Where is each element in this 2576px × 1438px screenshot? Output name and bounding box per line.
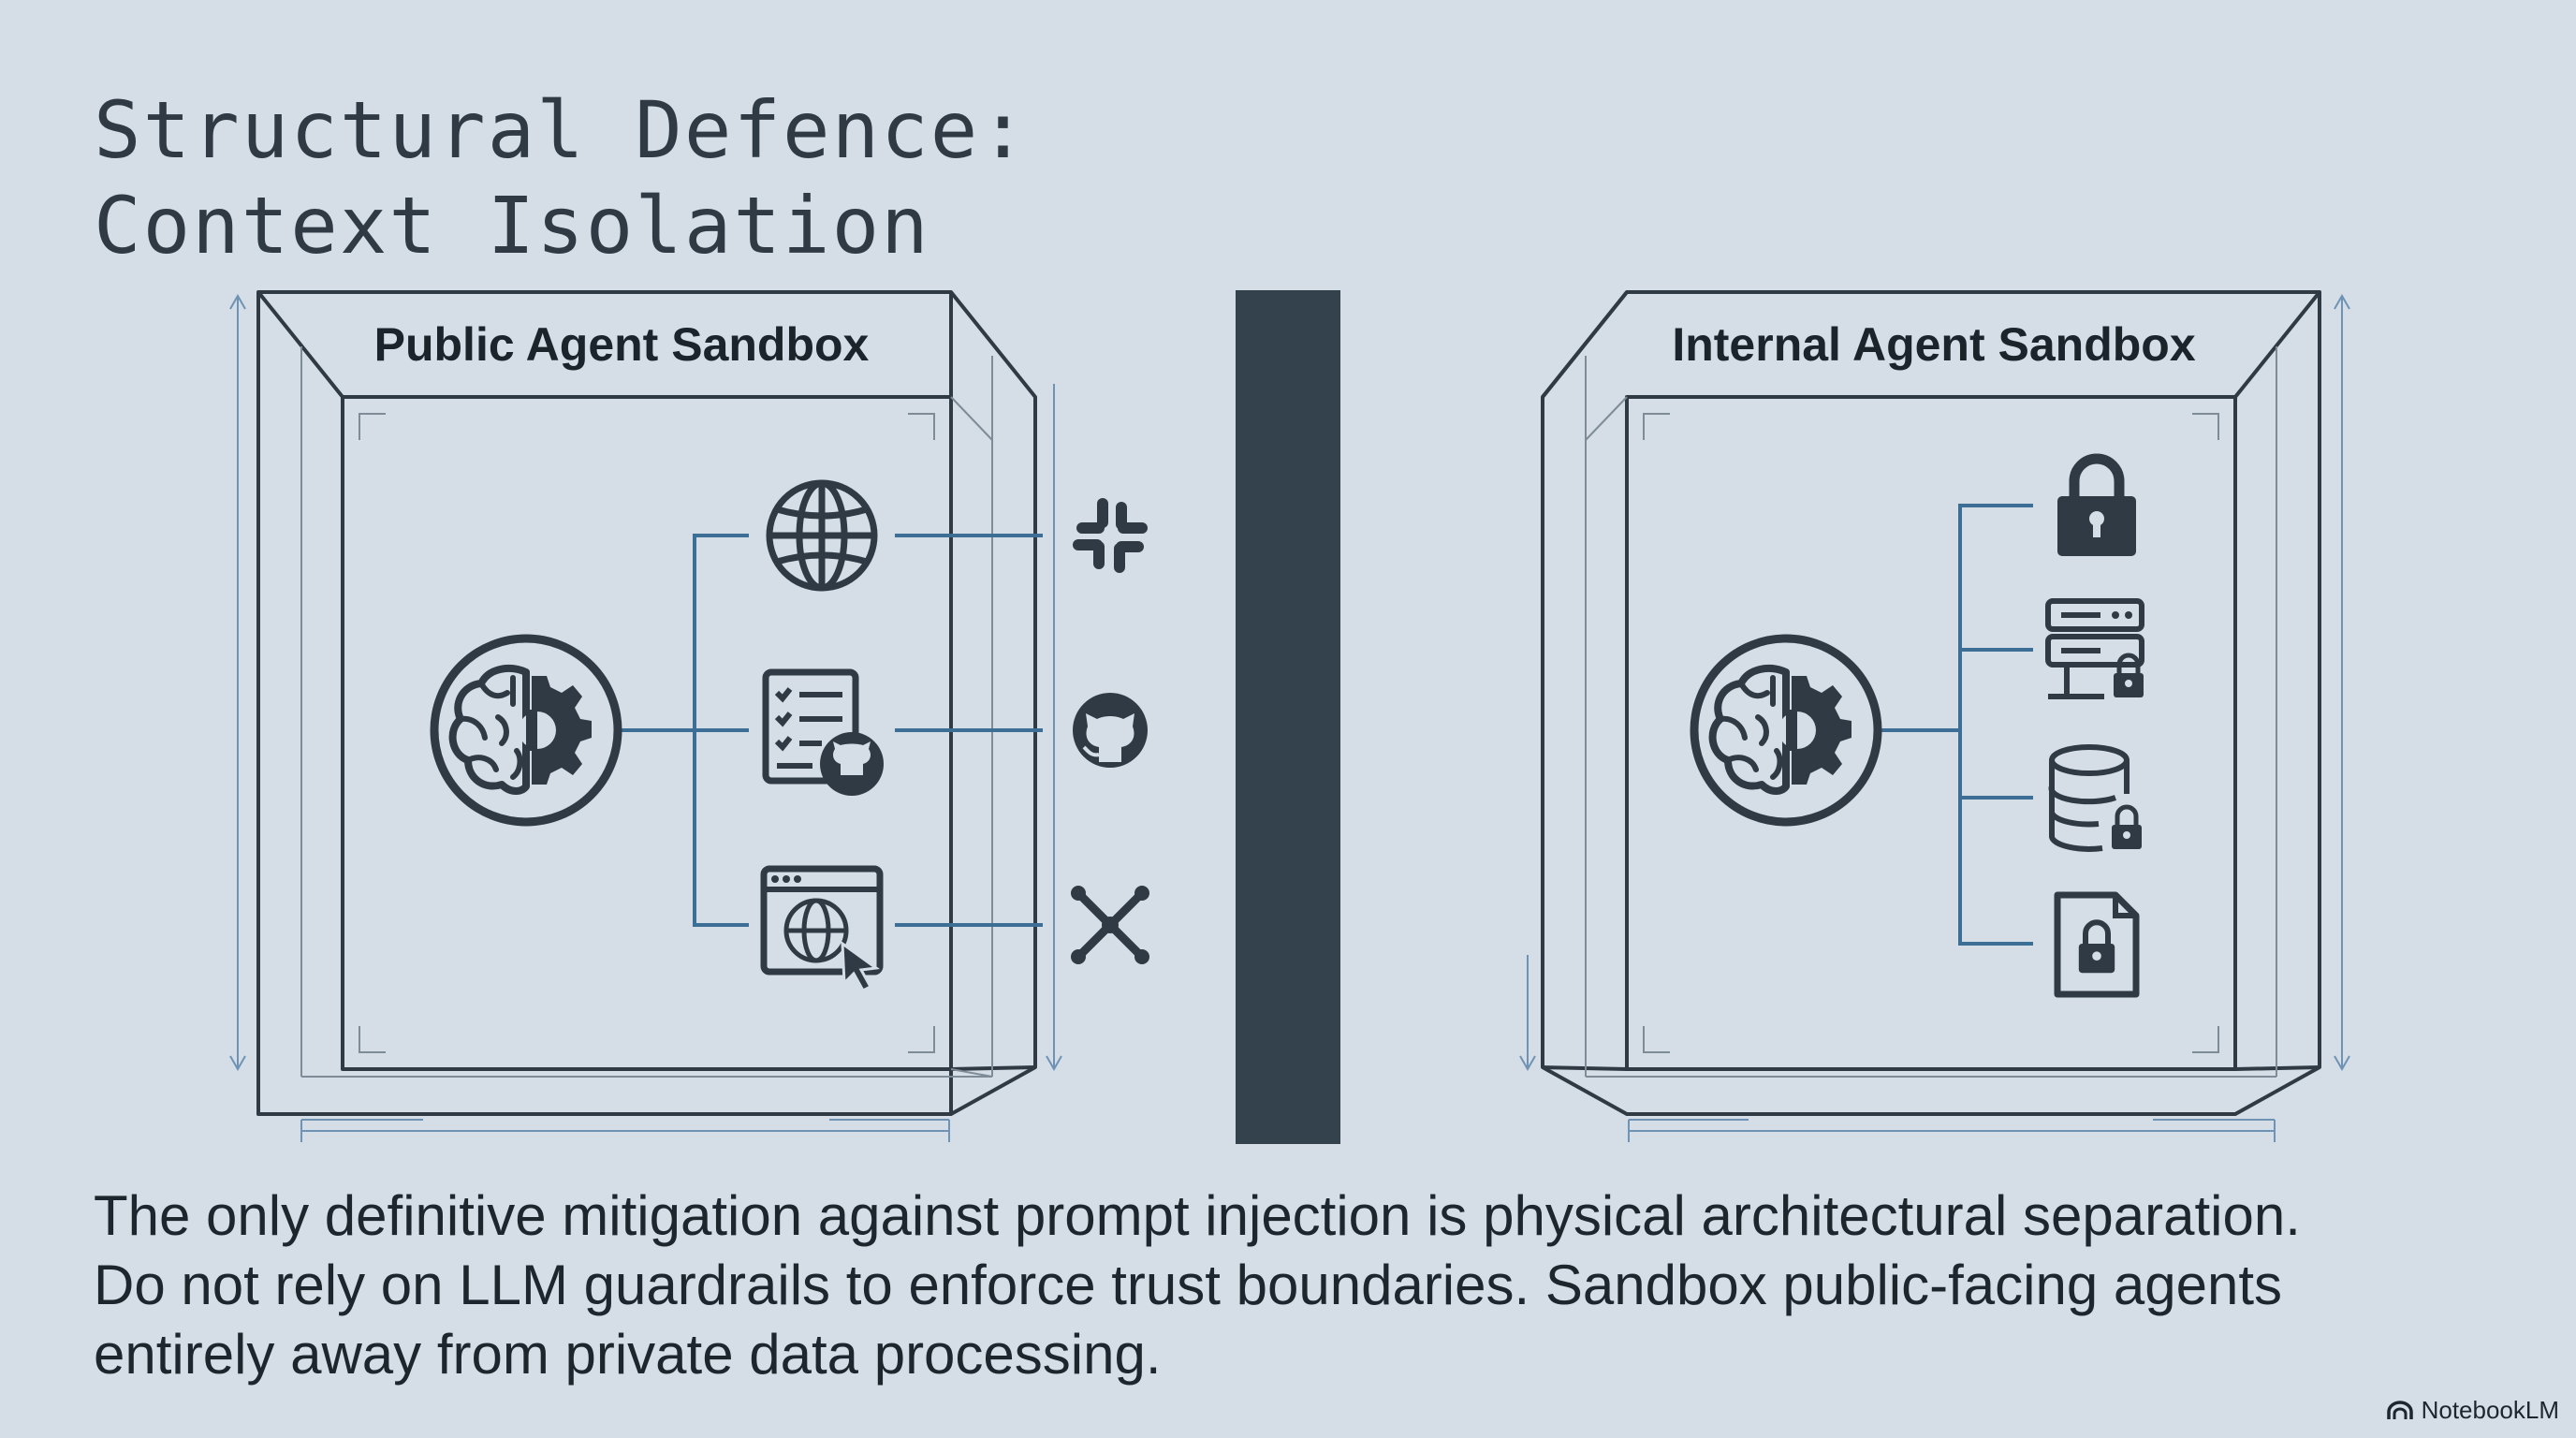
summary-line-3: entirely away from private data processi… — [94, 1323, 1162, 1386]
x-icon — [1071, 886, 1149, 964]
checklist-github-icon — [762, 668, 884, 796]
notebooklm-brand: NotebookLM — [2386, 1396, 2559, 1425]
slide-title: Structural Defence: Context Isolation — [94, 82, 1029, 273]
brain-gear-icon — [434, 638, 618, 822]
summary-line-2: Do not rely on LLM guardrails to enforce… — [94, 1254, 2283, 1316]
database-lock-icon — [2048, 744, 2142, 852]
browser-globe-cursor-icon — [760, 865, 884, 992]
summary-line-1: The only definitive mitigation against p… — [94, 1184, 2301, 1247]
summary-text: The only definitive mitigation against p… — [94, 1181, 2527, 1389]
title-line-2: Context Isolation — [94, 180, 930, 271]
server-lock-icon — [2045, 598, 2144, 697]
github-icon — [1073, 693, 1148, 768]
public-sandbox-label: Public Agent Sandbox — [374, 318, 870, 371]
notebooklm-logo-icon — [2386, 1400, 2413, 1419]
brain-gear-icon — [1694, 638, 1878, 822]
internal-sandbox: Internal Agent Sandbox — [1519, 290, 2350, 1142]
globe-icon — [766, 479, 878, 592]
brand-name: NotebookLM — [2421, 1396, 2559, 1424]
file-lock-icon — [2054, 891, 2140, 998]
lock-icon — [2057, 453, 2136, 556]
title-line-1: Structural Defence: — [94, 84, 1029, 176]
internal-sandbox-label: Internal Agent Sandbox — [1672, 318, 2195, 371]
isolation-barrier — [1236, 290, 1340, 1144]
slack-icon — [1073, 498, 1148, 573]
public-sandbox: Public Agent Sandbox — [229, 290, 1149, 1142]
